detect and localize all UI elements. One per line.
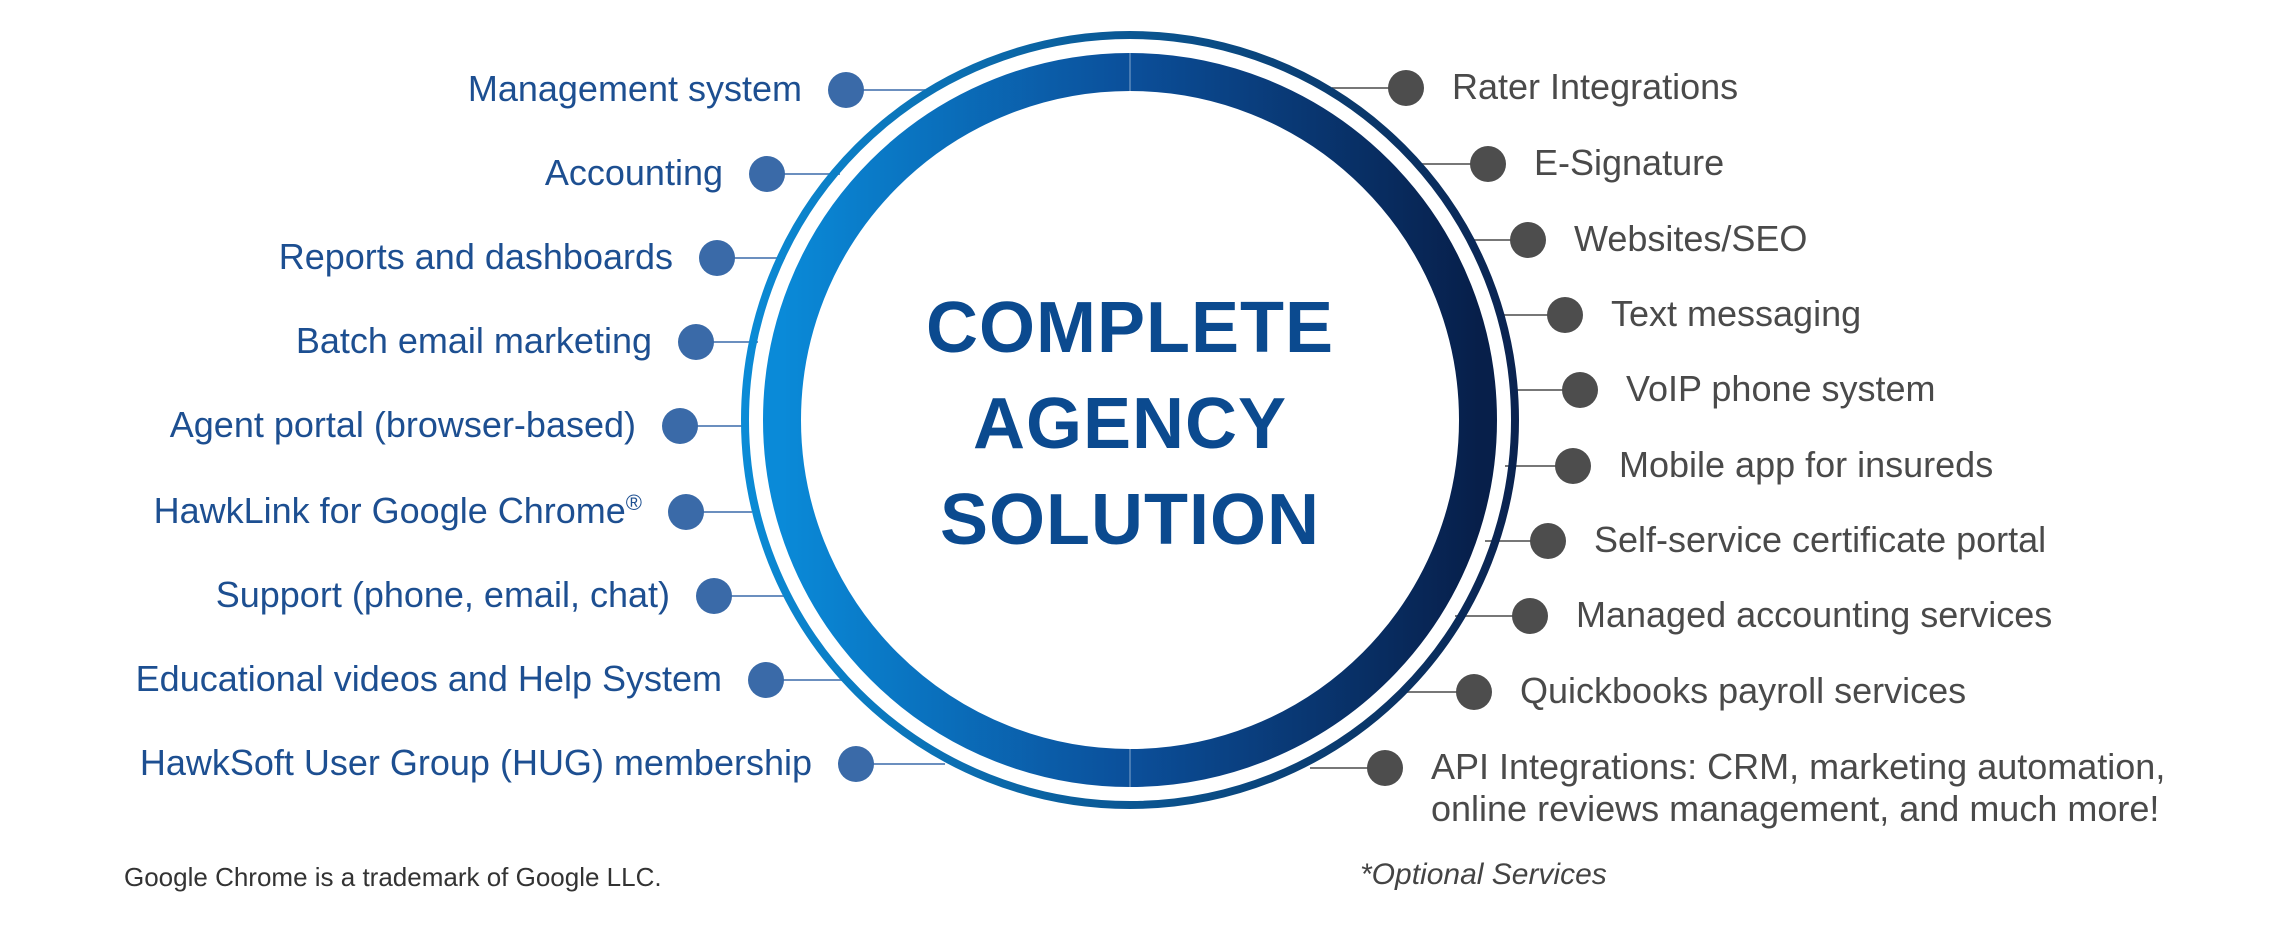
left-bullet-dot [828,72,864,108]
outer-ring [741,31,1519,809]
core-feature-label: Accounting [545,152,723,194]
core-feature-label: HawkLink for Google Chrome® [154,490,642,532]
integration-label: VoIP phone system [1626,368,1936,409]
integration-label: Rater Integrations [1452,66,1739,107]
right-bullet-dot [1388,70,1424,106]
right-bullet-dot [1562,372,1598,408]
left-bullet-dot [748,662,784,698]
core-feature-label: Support (phone, email, chat) [216,574,670,616]
integration-label: Managed accounting services [1576,594,2053,635]
left-bullet-dot [749,156,785,192]
right-bullet-dot [1547,297,1583,333]
trademark-note: Google Chrome is a trademark of Google L… [124,862,662,892]
right-bullet-dot [1470,146,1506,182]
center-title-line-1: COMPLETE [925,288,1334,368]
right-bullet-dot [1510,222,1546,258]
integration-label: Websites/SEO [1574,218,1808,259]
core-feature-text: Educational videos and Help System [135,658,722,699]
center-title-line-3: SOLUTION [940,480,1320,560]
right-bullet-dot [1456,674,1492,710]
left-bullet-dot [699,240,735,276]
integration-label: E-Signature [1534,142,1725,183]
core-feature-label: Management system [468,68,802,110]
integration-label: Self-service certificate portal [1594,519,2047,560]
right-bullet-dot [1530,523,1566,559]
core-feature-text: Batch email marketing [295,320,652,361]
core-feature-label: Reports and dashboards [279,236,673,278]
core-feature-text: Support (phone, email, chat) [215,574,670,615]
core-feature-label: Agent portal (browser-based) [170,404,636,446]
core-feature-text: Accounting [544,152,723,193]
left-bullet-dot [668,494,704,530]
left-bullet-dot [662,408,698,444]
core-feature-text: Agent portal (browser-based) [169,404,636,445]
core-feature-label: HawkSoft User Group (HUG) membership [140,742,812,784]
integration-label: Mobile app for insureds [1619,444,1994,485]
integration-label: API Integrations: CRM, marketing automat… [1431,746,2166,829]
left-bullet-dot [696,578,732,614]
core-feature-text: HawkSoft User Group (HUG) membership [139,742,812,783]
core-feature-label: Batch email marketing [296,320,652,362]
right-bullet-dot [1512,598,1548,634]
core-feature-text: Reports and dashboards [278,236,673,277]
right-bullet-dot [1555,448,1591,484]
registered-mark: ® [625,490,642,515]
optional-services-note: *Optional Services [1360,858,1607,891]
left-bullet-dot [838,746,874,782]
bullet-dots [662,70,1598,786]
integration-label: Text messaging [1611,293,1862,334]
left-bullet-dot [678,324,714,360]
center-title-line-2: AGENCY [972,384,1288,464]
core-feature-text: Management system [467,68,802,109]
inner-ring [763,53,1497,787]
core-feature-label: Educational videos and Help System [136,658,722,700]
right-bullet-dot [1367,750,1403,786]
integration-label: Quickbooks payroll services [1520,670,1967,711]
core-feature-text: HawkLink for Google Chrome [153,490,626,531]
